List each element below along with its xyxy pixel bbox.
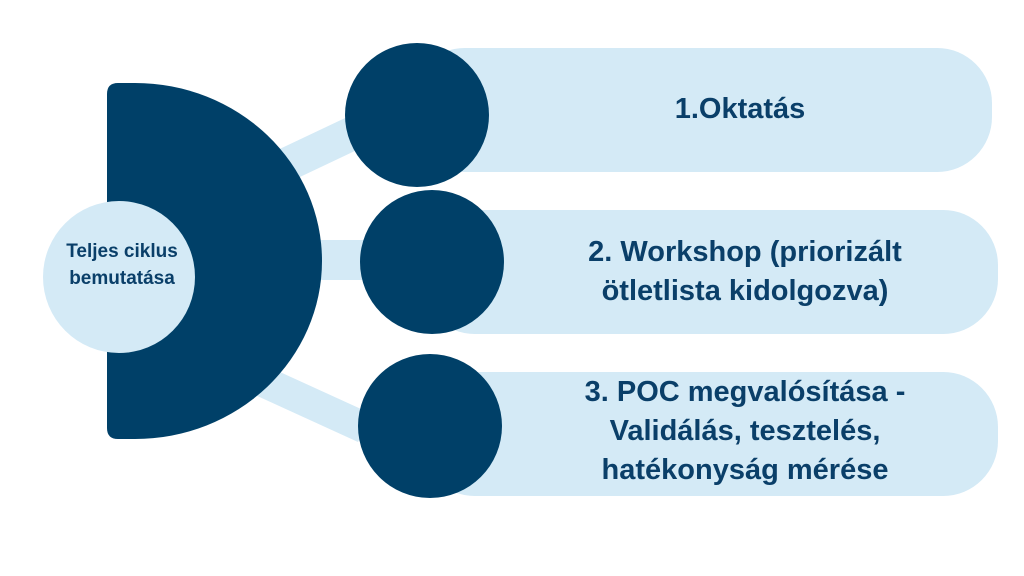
item-3-line-1: 3. POC megvalósítása - (584, 376, 906, 408)
item-2-line-1: 2. Workshop (priorizált (588, 236, 902, 268)
item-circle-3 (358, 354, 502, 498)
item-pill-2 (420, 210, 998, 334)
center-label-line-2: bemutatása (69, 268, 175, 289)
item-text-3: 3. POC megvalósítása - Validálás, teszte… (505, 373, 985, 490)
item-circle-1 (345, 43, 489, 187)
item-pill-3 (420, 372, 998, 496)
item-text-1: 1.Oktatás (500, 90, 980, 129)
item-pill-1 (410, 48, 992, 172)
center-circle (43, 201, 195, 353)
item-2-line-2: ötletlista kidolgozva) (601, 275, 889, 307)
center-label: Teljes ciklus bemutatása (37, 238, 207, 292)
center-label-line-1: Teljes ciklus (66, 241, 178, 262)
connector-3 (244, 362, 372, 442)
item-circle-2 (360, 190, 504, 334)
item-3-line-3: hatékonyság mérése (601, 454, 889, 486)
item-3-line-2: Validálás, tesztelés, (609, 415, 881, 447)
item-text-2: 2. Workshop (priorizált ötletlista kidol… (505, 233, 985, 311)
item-1-line-1: 1.Oktatás (674, 93, 806, 125)
hub-half-disc (107, 83, 322, 439)
